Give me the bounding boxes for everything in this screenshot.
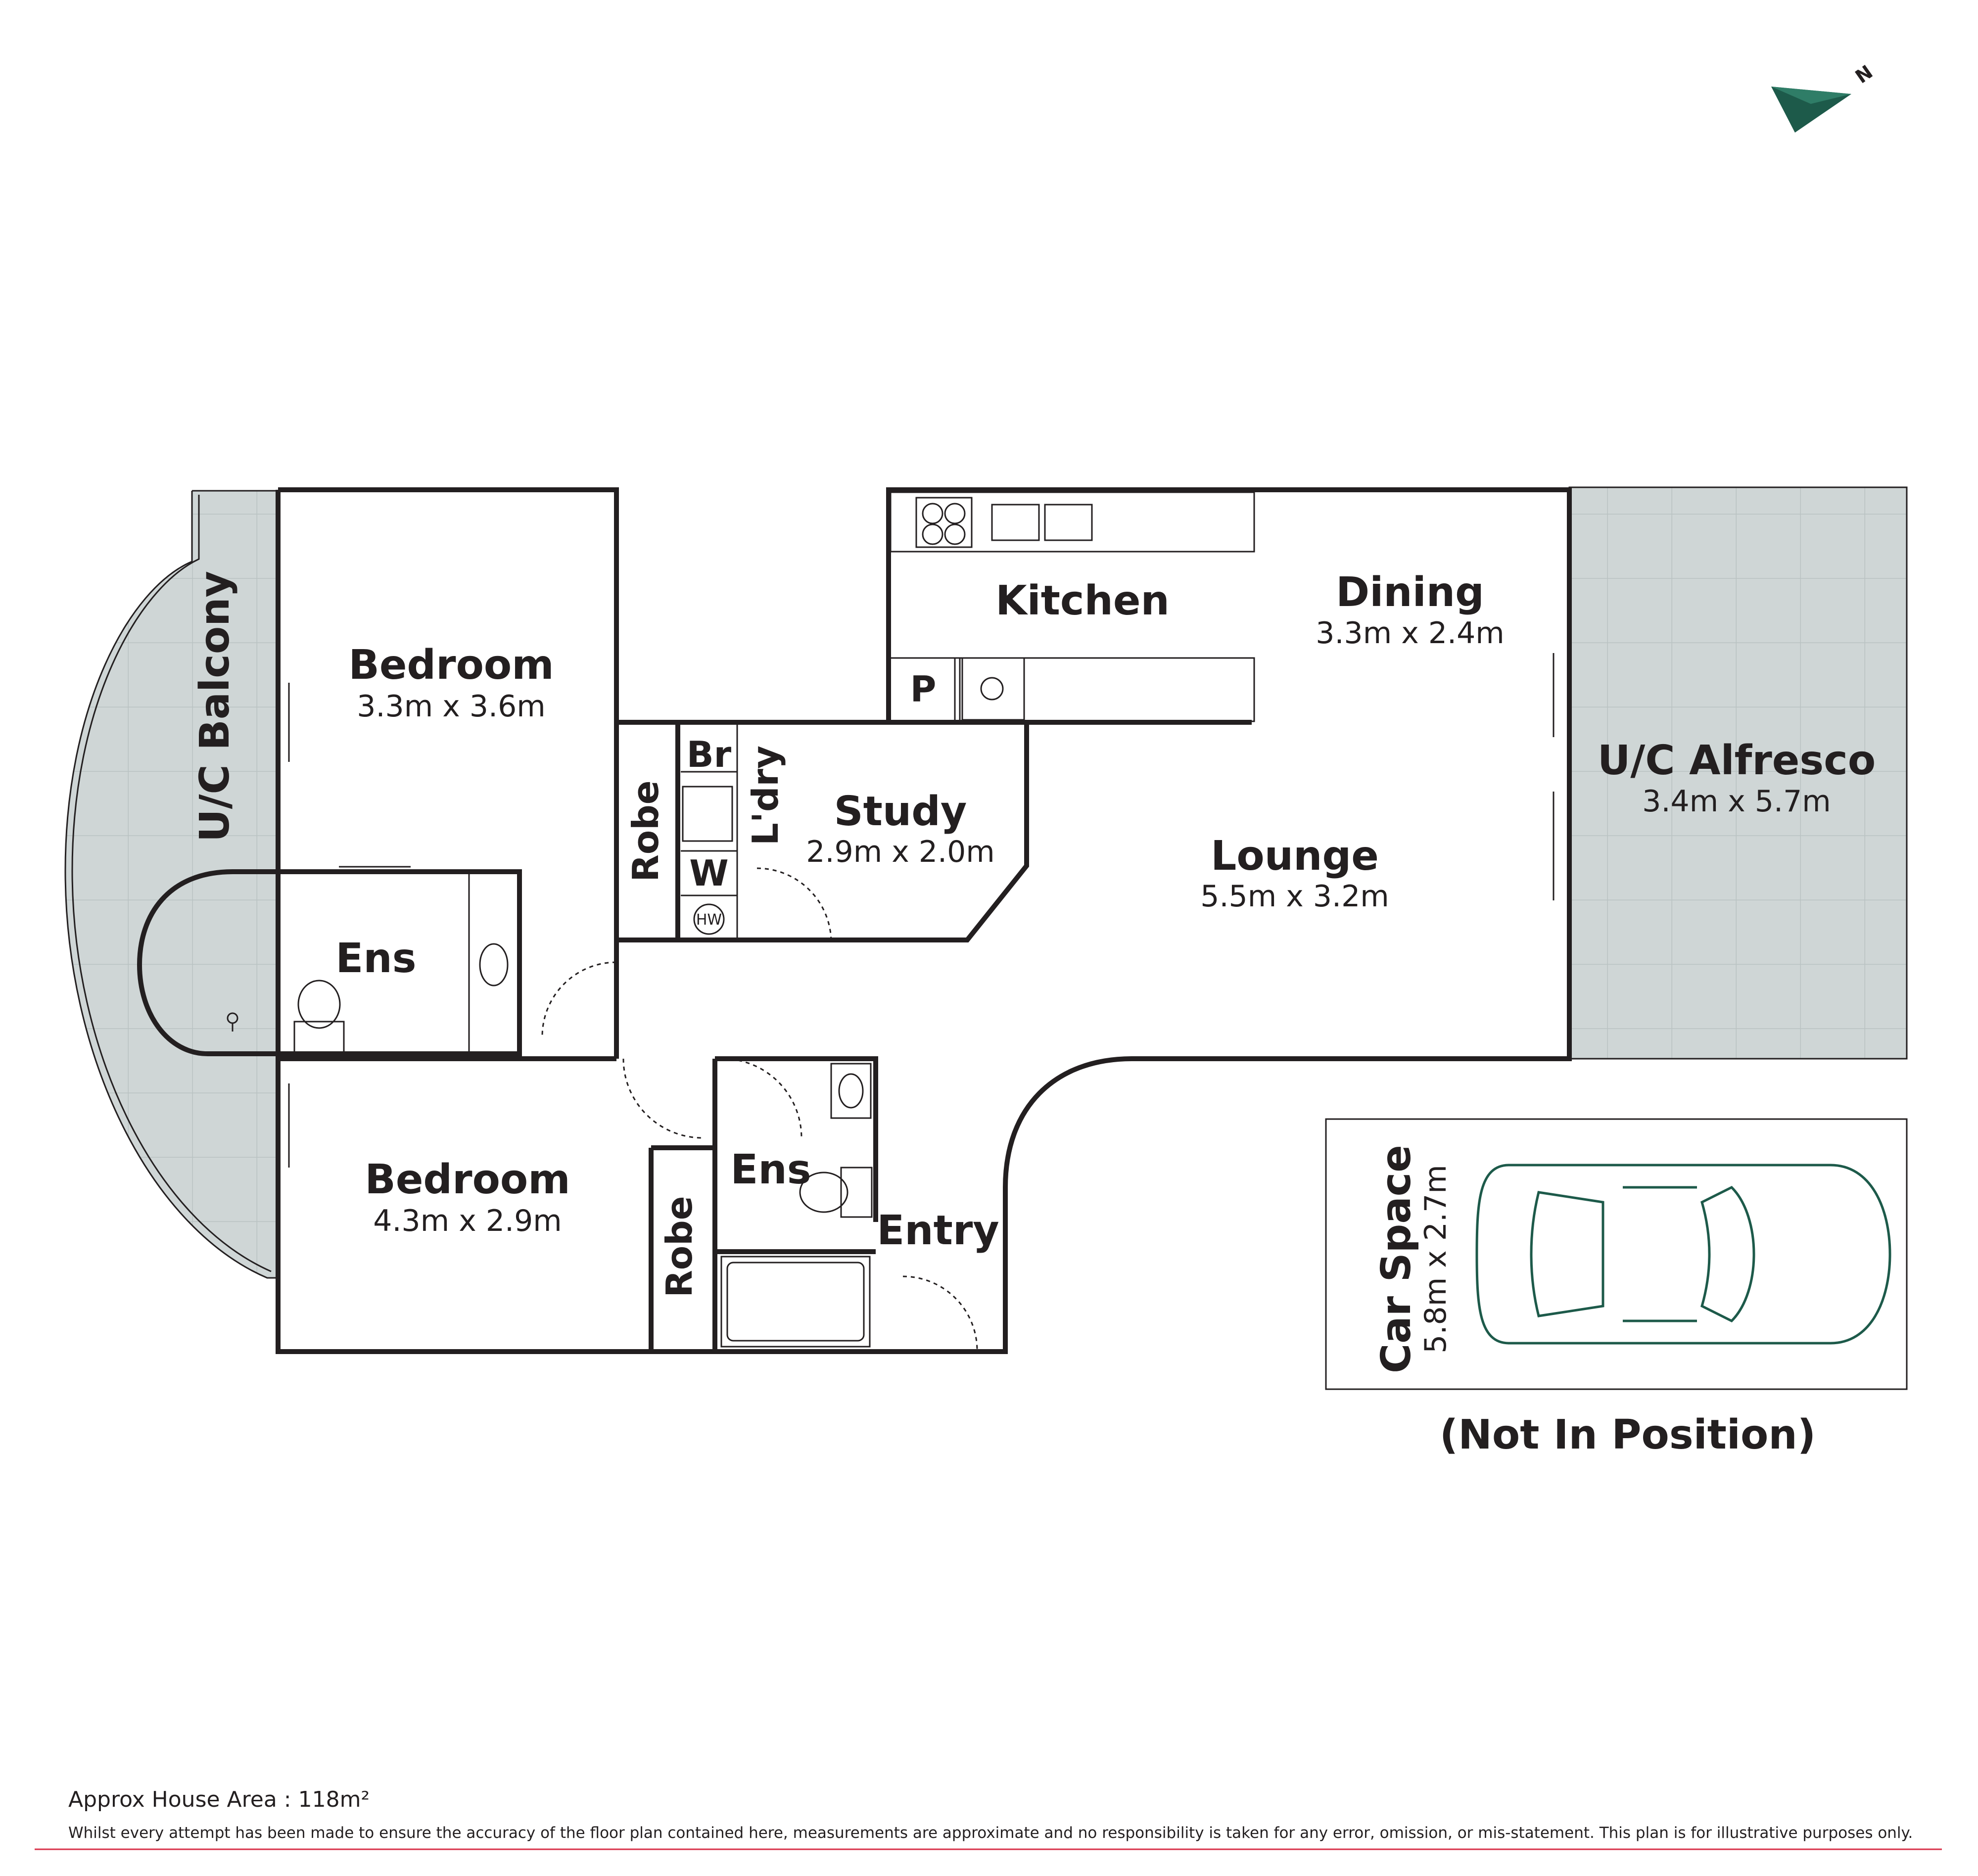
sink-icon — [991, 504, 1093, 541]
north-arrow-icon: N — [1771, 61, 1877, 133]
door-swings — [541, 867, 978, 1351]
pantry-label: P — [910, 668, 937, 710]
laundry-label: L'dry — [745, 746, 786, 845]
hot-water-icon — [693, 903, 725, 935]
car-space — [1325, 1118, 1908, 1390]
toilet-icon-2 — [799, 1167, 873, 1218]
kitchen-label: Kitchen — [995, 577, 1170, 624]
vanity-icon-2 — [830, 1063, 872, 1119]
alfresco-title: U/C Alfresco — [1598, 737, 1876, 784]
linen-br-label: Br — [687, 734, 732, 775]
disclaimer: Whilst every attempt has been made to en… — [68, 1824, 1913, 1842]
dishwasher-icon — [961, 657, 1025, 721]
balcony-label: U/C Balcony — [191, 571, 238, 842]
toilet-icon — [293, 980, 345, 1053]
balcony-area — [64, 490, 277, 1279]
car-space-title: Car Space — [1373, 1145, 1420, 1373]
robe-2-label: Robe — [659, 1196, 700, 1297]
study-title: Study — [834, 788, 967, 835]
washer-label: W — [689, 852, 728, 894]
bedroom-1-title: Bedroom — [348, 642, 554, 689]
alfresco-dims: 3.4m x 5.7m — [1642, 784, 1831, 819]
bedroom-2-title: Bedroom — [365, 1156, 570, 1203]
car-space-dims: 5.8m x 2.7m — [1418, 1165, 1453, 1353]
lounge-dims: 5.5m x 3.2m — [1200, 879, 1389, 914]
bedroom-1-dims: 3.3m x 3.6m — [357, 689, 545, 724]
bedroom-2-dims: 4.3m x 2.9m — [373, 1204, 562, 1238]
hot-water-label: HW — [696, 911, 722, 929]
entry-label: Entry — [877, 1207, 999, 1254]
house-area: Approx House Area : 118m² — [68, 1787, 370, 1812]
trough-icon — [682, 786, 733, 842]
robe-1-label: Robe — [625, 780, 666, 882]
cooktop-icon — [915, 497, 973, 548]
ensuite-1-label: Ens — [335, 935, 416, 982]
sliding-door-arrows — [288, 653, 1554, 1168]
lounge-title: Lounge — [1211, 833, 1379, 880]
car-icon — [1475, 1164, 1891, 1345]
study-dims: 2.9m x 2.0m — [806, 835, 994, 869]
car-position-note: (Not In Position) — [1440, 1411, 1816, 1458]
bath-icon — [720, 1256, 871, 1348]
dining-title: Dining — [1336, 569, 1484, 616]
ensuite-2-label: Ens — [730, 1146, 811, 1193]
vanity-icon — [479, 943, 509, 986]
svg-text:N: N — [1851, 61, 1877, 88]
walls — [276, 487, 1572, 1354]
dining-dims: 3.3m x 2.4m — [1316, 616, 1504, 651]
